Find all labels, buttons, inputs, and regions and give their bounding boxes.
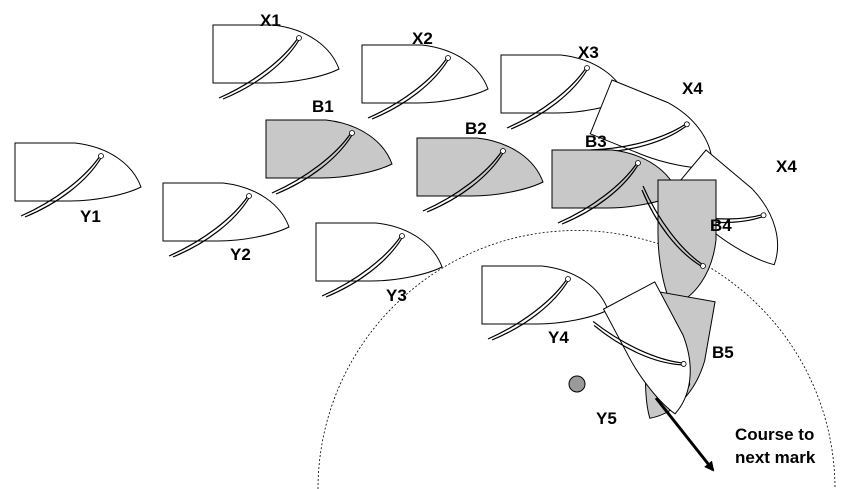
- sail-edge-y3: [325, 237, 403, 298]
- mast-x1: [296, 35, 302, 41]
- label-y2: Y2: [230, 245, 251, 264]
- mast-y1: [98, 153, 104, 159]
- sail-edge-x3: [510, 69, 588, 130]
- sail-b4: [642, 185, 704, 266]
- boat-y4: [481, 265, 609, 341]
- hull-b1: [265, 119, 393, 179]
- mark-buoy: [568, 375, 586, 393]
- mast-y2: [246, 193, 252, 199]
- hull-x2: [361, 44, 489, 104]
- sail-edge-b2: [426, 152, 504, 213]
- label-x1: X1: [260, 11, 281, 30]
- mast-y3: [399, 233, 405, 239]
- sail-edge-y5: [593, 325, 682, 366]
- sail-edge-y4: [491, 280, 569, 341]
- mast-x3: [584, 65, 590, 71]
- label-x4b: X4: [776, 157, 797, 176]
- mast-x2: [445, 55, 451, 61]
- sail-b1: [271, 132, 352, 194]
- sail-edge-y2: [172, 197, 250, 258]
- label-b2: B2: [465, 119, 487, 138]
- mast-x4a: [683, 121, 690, 128]
- sail-b3: [557, 162, 638, 224]
- sail-x2: [367, 57, 448, 119]
- label-b1: B1: [312, 97, 334, 116]
- mast-y5: [680, 361, 687, 367]
- mast-b4: [700, 263, 706, 269]
- course-label-line2: next mark: [735, 448, 816, 467]
- course-label-line1: Course to: [735, 425, 814, 444]
- label-b3: B3: [585, 132, 607, 151]
- sail-edge-y1: [24, 157, 102, 218]
- label-b4: B4: [710, 216, 732, 235]
- sail-x4a: [590, 123, 687, 151]
- hull-y1: [14, 142, 142, 202]
- zone-circle: [317, 230, 836, 489]
- sail-y4: [487, 278, 568, 340]
- sail-y5: [592, 320, 684, 364]
- mast-b2: [500, 148, 506, 154]
- boat-b4: [641, 179, 717, 307]
- sail-x3: [506, 67, 587, 129]
- label-x3: X3: [578, 43, 599, 62]
- label-x4a: X4: [682, 79, 703, 98]
- sail-edge-b4: [641, 189, 702, 267]
- mast-y4: [565, 276, 571, 282]
- boat-b2: [416, 137, 544, 213]
- hull-y4: [481, 265, 609, 325]
- boat-y2: [162, 182, 290, 258]
- hull-x1: [212, 24, 340, 84]
- hull-y5: [602, 281, 691, 415]
- hull-b4: [657, 179, 717, 307]
- sail-b2: [422, 150, 503, 212]
- hull-b2: [416, 137, 544, 197]
- boat-layer: [14, 24, 779, 419]
- sail-y1: [20, 155, 101, 217]
- label-y3: Y3: [386, 286, 407, 305]
- label-x2: X2: [412, 29, 433, 48]
- sail-y2: [168, 195, 249, 257]
- course-arrow: [654, 397, 715, 472]
- label-y5: Y5: [596, 409, 617, 428]
- sail-x1: [218, 37, 299, 99]
- hull-y3: [315, 222, 443, 282]
- sail-y3: [321, 235, 402, 297]
- mast-b1: [349, 130, 355, 136]
- sail-edge-x1: [222, 39, 300, 100]
- sail-edge-x2: [371, 59, 449, 120]
- boat-x2: [361, 44, 489, 120]
- label-b5: B5: [712, 343, 734, 362]
- boat-y5: [592, 281, 691, 415]
- mast-b3: [635, 160, 641, 166]
- boat-y3: [315, 222, 443, 298]
- label-y4: Y4: [548, 328, 569, 347]
- label-y1: Y1: [80, 207, 101, 226]
- boat-x1: [212, 24, 340, 100]
- hull-y2: [162, 182, 290, 242]
- mast-x4b: [760, 212, 767, 219]
- sail-edge-b1: [275, 134, 353, 195]
- boat-b1: [265, 119, 393, 195]
- hull-x4b: [668, 149, 779, 266]
- sail-edge-b3: [561, 164, 639, 225]
- boat-y1: [14, 142, 142, 218]
